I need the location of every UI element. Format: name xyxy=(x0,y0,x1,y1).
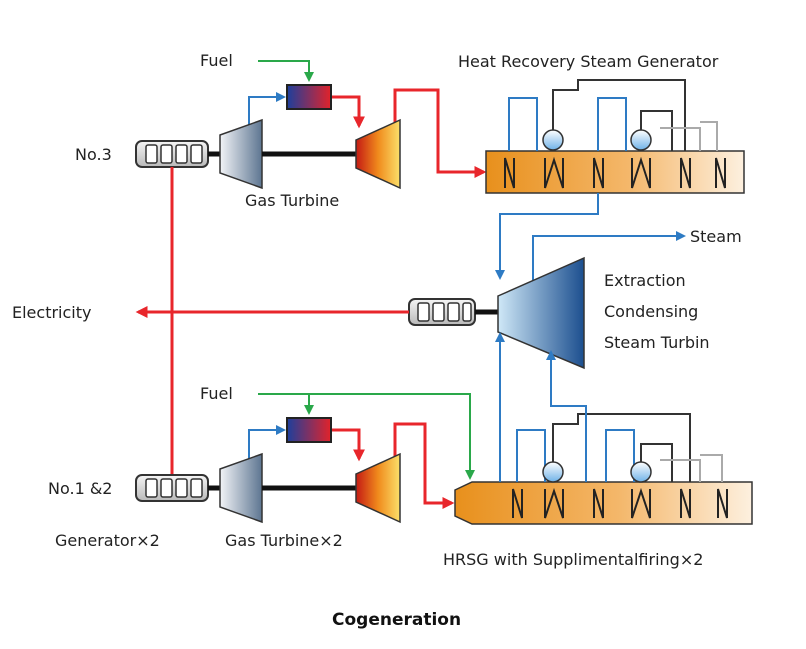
label-generator-x2: Generator×2 xyxy=(55,531,160,550)
fuel-line-top xyxy=(258,60,314,82)
label-steam-turbine-3: Steam Turbin xyxy=(604,333,710,352)
label-hrsg-bottom: HRSG with Supplimentalfiring×2 xyxy=(443,550,703,569)
label-electricity: Electricity xyxy=(12,303,91,322)
label-steam: Steam xyxy=(690,227,742,246)
label-fuel-top: Fuel xyxy=(200,51,233,70)
generator-no12 xyxy=(135,474,209,502)
label-hrsg-top: Heat Recovery Steam Generator xyxy=(458,52,719,71)
exhaust-line-top xyxy=(393,88,487,178)
steam-to-turbine-top xyxy=(495,193,599,280)
turbine-bottom xyxy=(355,452,401,524)
label-steam-turbine-2: Condensing xyxy=(604,302,698,321)
label-fuel-bottom: Fuel xyxy=(200,384,233,403)
diagram-caption: Cogeneration xyxy=(332,610,461,630)
air-line-bottom xyxy=(248,425,286,461)
exhaust-line-bottom xyxy=(393,422,455,509)
label-steam-turbine-1: Extraction xyxy=(604,271,686,290)
label-gas-turbine-top: Gas Turbine xyxy=(245,191,339,210)
label-no12: No.1 &2 xyxy=(48,479,112,498)
fuel-line-supplementary xyxy=(309,393,475,480)
hot-gas-line-bottom xyxy=(331,428,365,462)
hrsg-top xyxy=(485,79,745,194)
compressor-bottom xyxy=(219,452,263,524)
label-no3: No.3 xyxy=(75,145,112,164)
steam-to-turbine-bottom-b xyxy=(546,350,587,482)
air-line-top xyxy=(248,92,286,128)
fuel-line-bottom xyxy=(258,393,314,415)
combustor-bottom xyxy=(286,417,332,443)
steam-extraction-line xyxy=(532,231,686,282)
combustor-top xyxy=(286,84,332,110)
compressor-top xyxy=(219,118,263,190)
hot-gas-line-top xyxy=(331,95,365,129)
turbine-top xyxy=(355,118,401,190)
generator-no3 xyxy=(135,140,209,168)
generator-steam-turbine xyxy=(408,298,476,326)
steam-turbine xyxy=(497,256,585,370)
hrsg-bottom xyxy=(454,413,753,525)
label-gas-turbine-x2: Gas Turbine×2 xyxy=(225,531,343,550)
